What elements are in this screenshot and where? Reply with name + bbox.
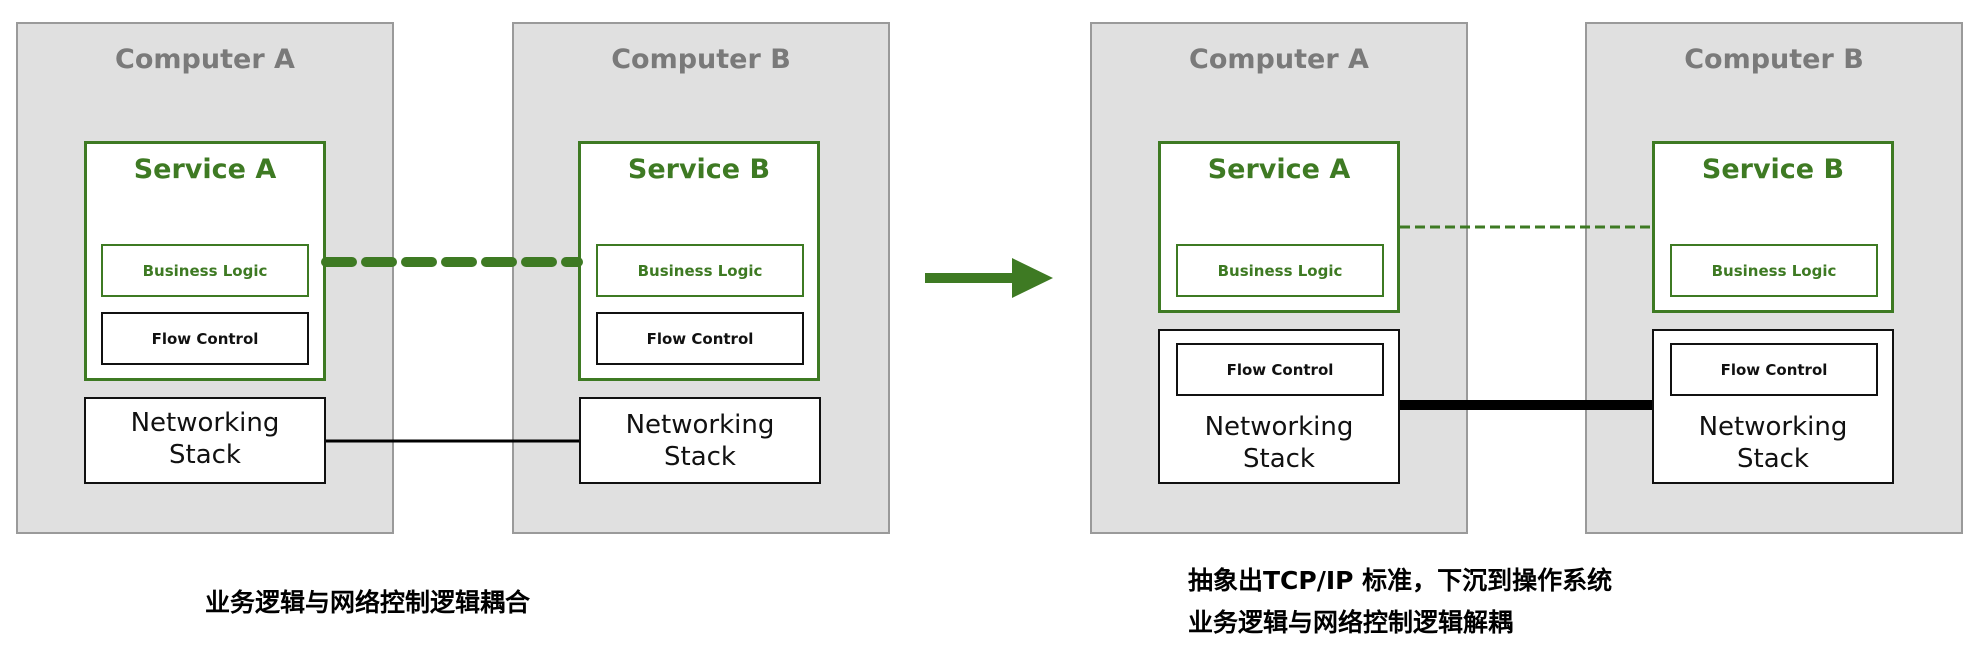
- right-service-b-business-logic: Business Logic: [1670, 244, 1878, 297]
- left-service-b-title: Service B: [627, 154, 771, 185]
- right-caption-line2: 业务逻辑与网络控制逻辑解耦: [1188, 608, 1514, 637]
- right-networking-b-flow-control: Flow Control: [1670, 343, 1878, 396]
- right-service-b-title: Service B: [1701, 154, 1845, 185]
- left-networking-stack-b: Networking Stack: [579, 397, 821, 484]
- right-networking-a-line1: Networking: [1204, 412, 1354, 442]
- right-networking-b-line2: Stack: [1737, 444, 1809, 474]
- right-computer-b-title: Computer B: [1684, 44, 1864, 75]
- left-networking-a-line2: Stack: [169, 440, 241, 470]
- left-computer-b-title: Computer B: [611, 44, 791, 75]
- left-service-b-business-logic: Business Logic: [596, 244, 804, 297]
- right-networking-a-flow-control: Flow Control: [1176, 343, 1384, 396]
- right-caption-line1: 抽象出TCP/IP 标准，下沉到操作系统: [1188, 566, 1613, 595]
- left-networking-b-line2: Stack: [664, 442, 736, 472]
- right-service-a-title: Service A: [1207, 154, 1351, 185]
- right-computer-a-title: Computer A: [1189, 44, 1369, 75]
- left-service-a-business-logic: Business Logic: [101, 244, 309, 297]
- right-networking-a-line2: Stack: [1243, 444, 1315, 474]
- left-service-a-title: Service A: [133, 154, 277, 185]
- right-networking-b-line1: Networking: [1698, 412, 1848, 442]
- right-arrow-icon: [925, 258, 1053, 298]
- left-networking-b-line1: Networking: [625, 410, 775, 440]
- left-service-b-flow-control: Flow Control: [596, 312, 804, 365]
- left-service-a-flow-control: Flow Control: [101, 312, 309, 365]
- left-networking-stack-a: Networking Stack: [84, 397, 326, 484]
- left-networking-a-line1: Networking: [130, 408, 280, 438]
- left-computer-a-title: Computer A: [115, 44, 295, 75]
- left-caption: 业务逻辑与网络控制逻辑耦合: [205, 588, 531, 617]
- right-service-a-business-logic: Business Logic: [1176, 244, 1384, 297]
